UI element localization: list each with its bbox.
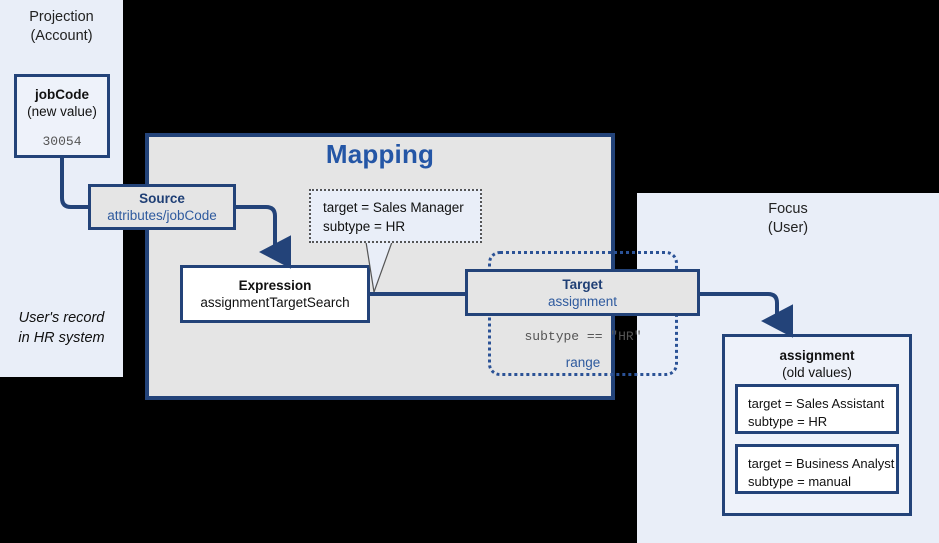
source-title: Source (139, 191, 185, 206)
assignment-subtitle: (old values) (782, 365, 852, 380)
jobcode-value: 30054 (42, 134, 82, 149)
target-box[interactable]: Target assignment (465, 269, 700, 316)
range-expression: subtype == "HR" (524, 329, 642, 344)
expression-subtitle: assignmentTargetSearch (200, 295, 350, 310)
assignment-value-row[interactable]: target = Business Analyst subtype = manu… (735, 444, 899, 494)
expression-title: Expression (238, 278, 312, 293)
focus-panel-title: Focus (User) (767, 201, 809, 236)
source-box[interactable]: Source attributes/jobCode (88, 184, 236, 230)
projection-panel-title: Projection (Account) (29, 9, 94, 44)
projection-panel-note: User's record in HR system (18, 310, 105, 346)
mapping-panel-title: Mapping (325, 139, 435, 169)
range-label: range (565, 355, 601, 370)
target-subtitle: assignment (547, 293, 618, 309)
assignment-title: assignment (779, 348, 855, 363)
callout-bubble: target = Sales Manager subtype = HR (309, 189, 482, 243)
jobcode-subtitle: (new value) (27, 104, 97, 119)
assignment-value-row[interactable]: target = Sales Assistant subtype = HR (735, 384, 899, 434)
source-subtitle: attributes/jobCode (107, 208, 217, 223)
jobcode-title: jobCode (35, 87, 89, 102)
target-title: Target (562, 276, 603, 292)
expression-box[interactable]: Expression assignmentTargetSearch (180, 265, 370, 323)
jobcode-box[interactable]: jobCode (new value) 30054 (14, 74, 110, 158)
